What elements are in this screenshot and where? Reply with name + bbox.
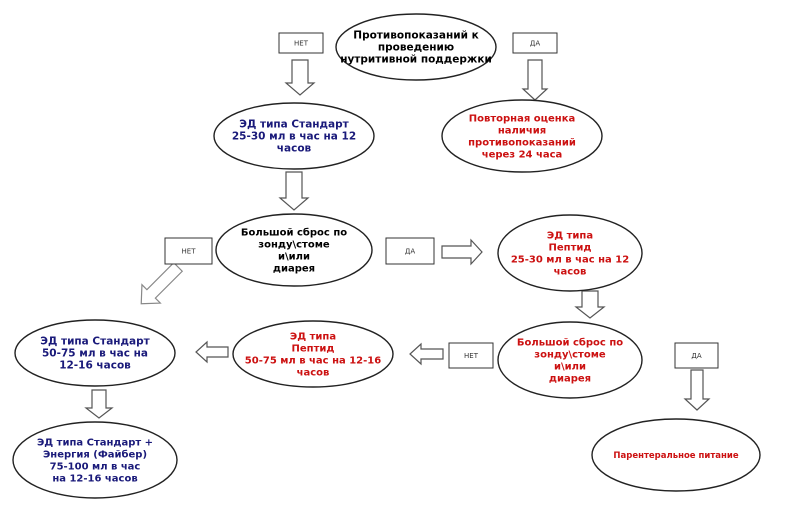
node-peptide-increase-ellipse [232,320,394,388]
yes-label-residual-1-box [385,237,435,265]
node-contraindications-line: нутритивной поддержки [340,54,492,66]
node-standard-increase-ellipse [14,319,176,387]
node-standard-energy: ЭД типа Стандарт +Энергия (Файбер)75-100… [12,421,178,499]
node-peptide-start-line: часов [554,267,587,278]
no-label-residual-1-box [164,237,213,265]
node-contraindications-line: Противопоказаний к [353,30,478,42]
node-standard-increase-line: 12-16 часов [59,360,131,372]
node-standard-energy-ellipse [12,421,178,499]
arrow-yes-to-peptide-start [441,238,483,266]
node-standard-increase-line: 50-75 мл в час на [42,348,148,360]
node-residual-2-ellipse [497,321,643,399]
node-peptide-start-line: ЭД типа [547,231,593,242]
node-standard-energy-line: ЭД типа Стандарт + [37,438,153,449]
no-label-residual-2-box [448,342,494,369]
node-standard-energy-line: на 12-16 часов [52,474,137,485]
no-label-residual-1: НЕТ [164,237,213,265]
node-residual-1-line: Большой сброс по [241,227,347,239]
yes-label-residual-2-text: ДА [691,352,701,360]
arrow-yes-to-reassess [521,59,549,101]
node-peptide-start-ellipse [497,214,643,292]
node-residual-1-line: зонду\стоме [258,240,330,251]
node-residual-1-line: и\или [278,252,310,263]
arrow-standard-increase-to-energy [84,389,114,419]
node-standard-start-ellipse [213,102,375,170]
no-label-contraindications-box [278,32,324,54]
node-standard-energy-line: Энергия (Файбер) [43,449,147,461]
node-standard-start-line: 25-30 мл в час на 12 [232,131,356,143]
arrows-layer [84,59,711,419]
node-residual-2-line: и\или [554,362,586,373]
yes-label-contraindications-box [512,32,558,54]
node-peptide-increase-line: Пептид [292,344,335,355]
arrow-no-to-standard-increase-shape [140,261,184,305]
node-residual-2-line: диарея [549,374,591,385]
node-peptide-increase-line: 50-75 мл в час на 12-16 [245,356,381,367]
yes-label-residual-2: ДА [674,342,719,369]
arrow-no-to-standard-increase [140,261,184,305]
no-label-residual-1-text: НЕТ [182,248,197,256]
node-reassess-line: противопоказаний [468,138,576,149]
node-peptide-increase-line: часов [297,368,330,379]
node-peptide-increase-line: ЭД типа [290,332,336,343]
no-label-residual-2-text: НЕТ [464,352,479,360]
yes-label-residual-1: ДА [385,237,435,265]
node-residual-1-line: диарея [273,264,315,275]
node-contraindications-ellipse [335,13,497,81]
node-reassess: Повторная оценканаличияпротивопоказанийч… [441,99,603,173]
node-standard-start-line: часов [277,143,312,155]
node-standard-increase-line: ЭД типа Стандарт [40,336,150,348]
node-reassess-line: через 24 часа [482,150,563,161]
node-reassess-line: Повторная оценка [469,114,575,125]
node-residual-1-ellipse [215,213,373,287]
arrow-no-to-peptide-increase [409,342,444,366]
node-standard-energy-line: 75-100 мл в час [50,462,141,473]
node-residual-2-line: зонду\стоме [534,350,606,361]
yes-label-residual-1-text: ДА [405,248,415,256]
node-reassess-ellipse [441,99,603,173]
arrow-no-to-standard-start [284,59,316,96]
yes-label-contraindications: ДА [512,32,558,54]
no-label-residual-2: НЕТ [448,342,494,369]
shapes-layer: Противопоказаний кпроведениюнутритивной … [12,13,761,499]
node-parenteral-ellipse [591,418,761,492]
no-label-contraindications: НЕТ [278,32,324,54]
node-peptide-start-line: Пептид [549,243,592,254]
node-parenteral-line: Парентеральное питание [613,451,738,461]
yes-label-residual-2-box [674,342,719,369]
arrow-peptide-increase-to-standard-increase [195,340,229,364]
node-residual-2-line: Большой сброс по [517,337,623,349]
arrow-peptide-start-to-residual-2 [574,290,606,319]
no-label-contraindications-text: НЕТ [294,40,309,48]
yes-label-contraindications-text: ДА [530,40,540,48]
arrow-yes-to-parenteral [683,369,711,411]
node-contraindications-line: проведению [378,42,454,54]
node-parenteral: Парентеральное питание [591,418,761,492]
node-peptide-start-line: 25-30 мл в час на 12 [511,255,629,266]
arrow-standard-start-to-residual [278,171,310,211]
node-contraindications: Противопоказаний кпроведениюнутритивной … [335,13,497,81]
node-reassess-line: наличия [498,126,546,137]
node-standard-start-line: ЭД типа Стандарт [239,119,349,131]
